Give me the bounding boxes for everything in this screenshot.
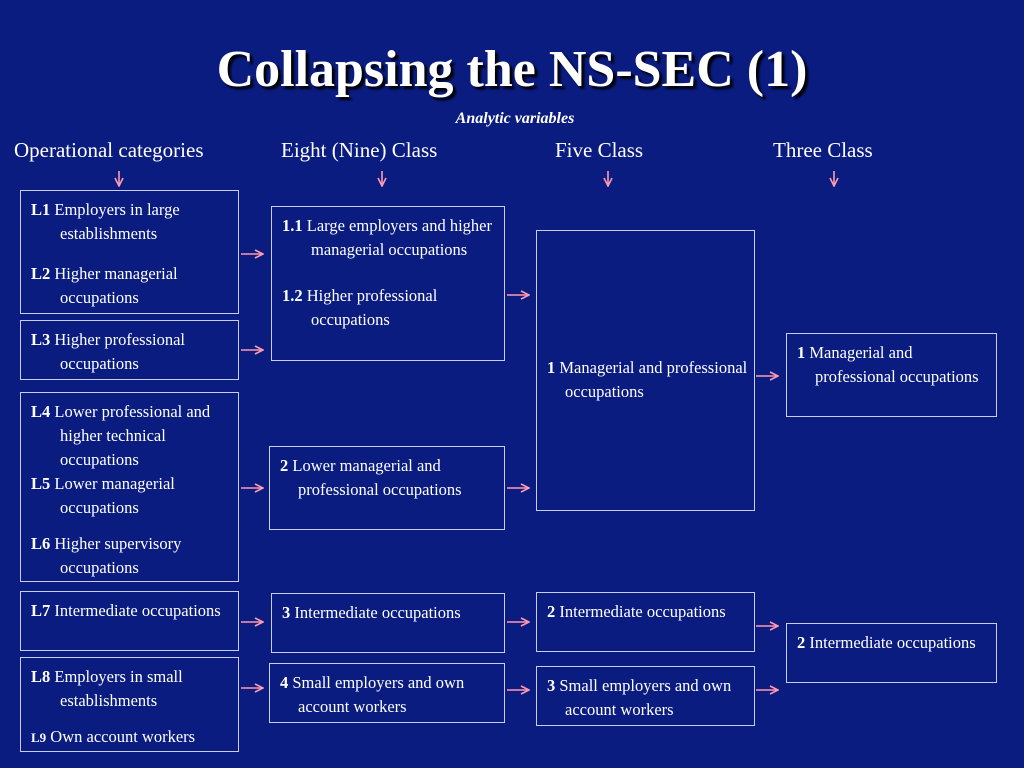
box-class-2: 2 Lower managerial and professional occu… — [269, 446, 505, 530]
box-l7: L7 Intermediate occupations — [20, 591, 239, 651]
entry-l6: L6 Higher supervisory occupations — [31, 534, 182, 577]
entry-class-4: 4 Small employers and own account worker… — [280, 673, 465, 716]
entry-l8: L8 Employers in small establishments — [31, 667, 183, 710]
entry-class-1-1: 1.1 Large employers and higher manageria… — [282, 216, 493, 259]
column-header-eight-class: Eight (Nine) Class — [281, 138, 438, 162]
box-class-1: 1.1 Large employers and higher manageria… — [271, 206, 505, 361]
box-l1-l2: L1 Employers in large establishments L2 … — [20, 190, 239, 314]
box-five-1: 1 Managerial and professional occupation… — [536, 230, 755, 511]
slide-title: Collapsing the NS-SEC (1) — [216, 41, 808, 98]
box-three-1: 1 Managerial and professional occupation… — [786, 333, 997, 417]
entry-l7: L7 Intermediate occupations — [31, 601, 221, 620]
box-class-4: 4 Small employers and own account worker… — [269, 663, 505, 723]
entry-class-1-2: 1.2 Higher professional occupations — [282, 286, 438, 329]
entry-l2: L2 Higher managerial occupations — [31, 264, 178, 307]
box-five-2: 2 Intermediate occupations — [536, 592, 755, 652]
entry-three-1: 1 Managerial and professional occupation… — [797, 343, 979, 386]
box-three-2: 2 Intermediate occupations — [786, 623, 997, 683]
column-header-operational: Operational categories — [14, 138, 204, 162]
box-five-3: 3 Small employers and own account worker… — [536, 666, 755, 726]
entry-class-2: 2 Lower managerial and professional occu… — [280, 456, 462, 499]
entry-l1: L1 Employers in large establishments — [31, 200, 180, 243]
box-l3: L3 Higher professional occupations — [20, 320, 239, 380]
slide-subtitle: Analytic variables — [455, 110, 575, 127]
entry-five-3: 3 Small employers and own account worker… — [547, 676, 732, 719]
entry-l5: L5 Lower managerial occupations — [31, 474, 175, 517]
entry-three-2: 2 Intermediate occupations — [797, 633, 976, 652]
box-l8-l9: L8 Employers in small establishments L9 … — [20, 657, 239, 752]
entry-class-3: 3 Intermediate occupations — [282, 603, 461, 622]
column-header-five-class: Five Class — [555, 138, 644, 162]
box-class-3: 3 Intermediate occupations — [271, 593, 505, 653]
entry-l3: L3 Higher professional occupations — [31, 330, 185, 373]
entry-l4: L4 Lower professional and higher technic… — [31, 402, 211, 469]
entry-l9: L9 Own account workers — [31, 727, 196, 746]
column-header-three-class: Three Class — [773, 138, 873, 162]
box-l4-l6: L4 Lower professional and higher technic… — [20, 392, 239, 582]
entry-five-2: 2 Intermediate occupations — [547, 602, 726, 621]
entry-five-1: 1 Managerial and professional occupation… — [547, 358, 748, 401]
